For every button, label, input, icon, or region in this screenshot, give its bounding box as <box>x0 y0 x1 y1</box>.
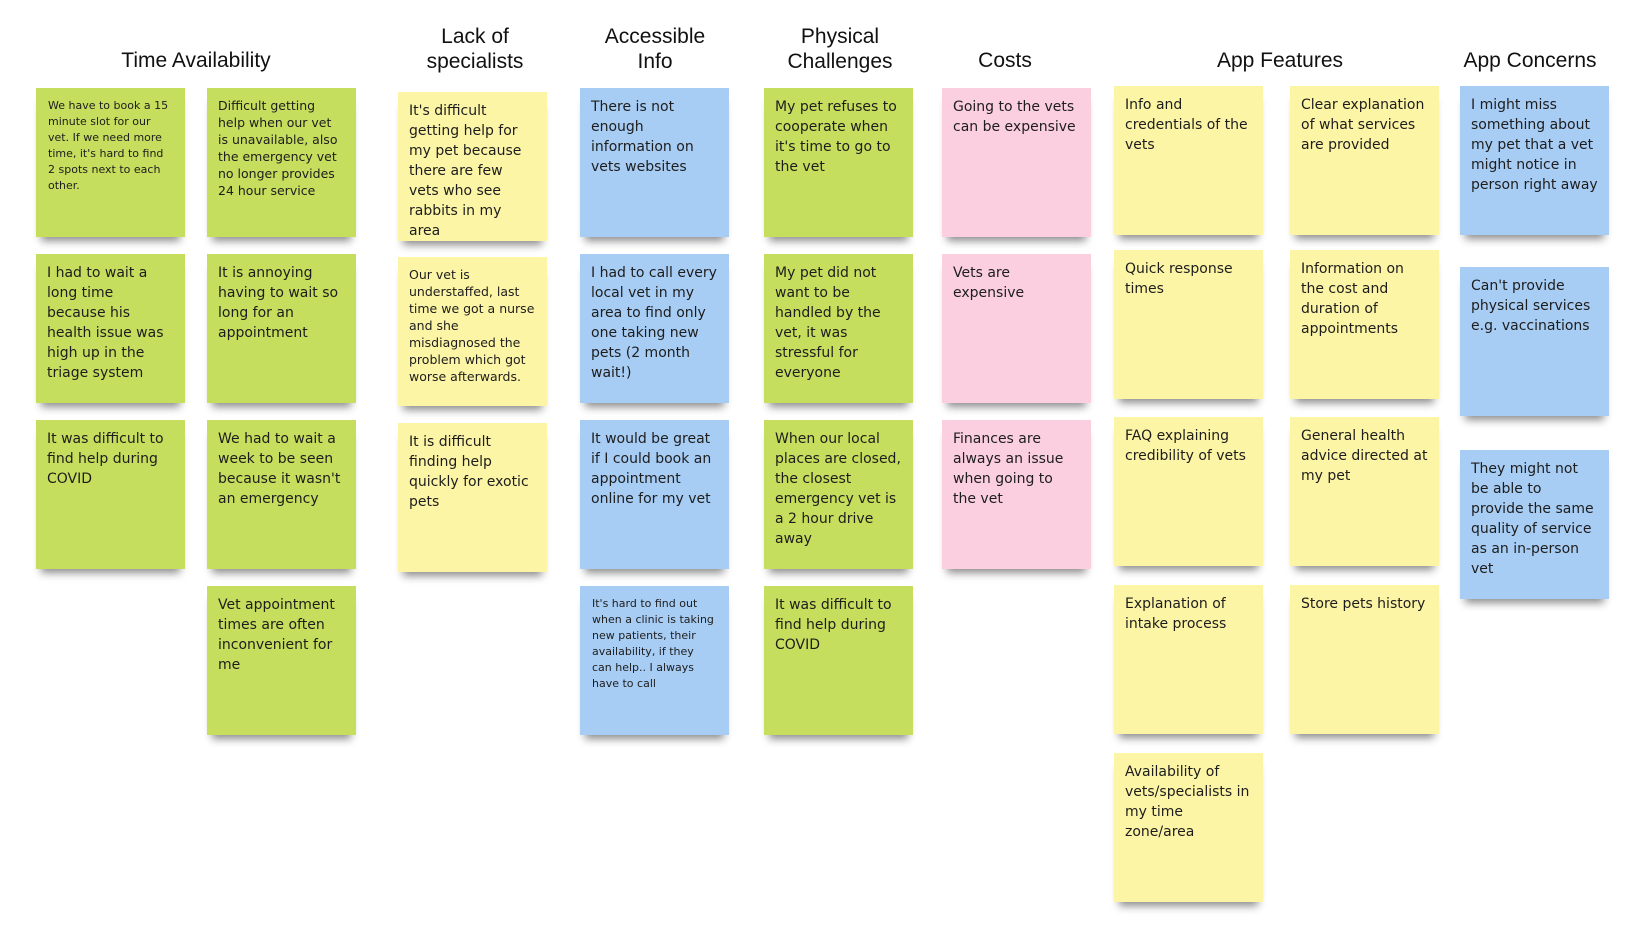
column-header: Costs <box>978 49 1032 72</box>
sticky-note[interactable]: It would be great if I could book an app… <box>580 420 729 569</box>
sticky-note[interactable]: Explanation of intake process <box>1114 585 1263 734</box>
sticky-note[interactable]: My pet refuses to cooperate when it's ti… <box>764 88 913 237</box>
sticky-note[interactable]: It is difficult finding help quickly for… <box>398 423 547 572</box>
sticky-note[interactable]: Going to the vets can be expensive <box>942 88 1091 237</box>
column-header: Lack of specialists <box>426 25 524 73</box>
sticky-note[interactable]: It's hard to find out when a clinic is t… <box>580 586 729 735</box>
sticky-note[interactable]: Vets are expensive <box>942 254 1091 403</box>
sticky-note[interactable]: They might not be able to provide the sa… <box>1460 450 1609 599</box>
sticky-note[interactable]: I had to wait a long time because his he… <box>36 254 185 403</box>
column-header: Time Availability <box>121 49 271 72</box>
sticky-note[interactable]: I had to call every local vet in my area… <box>580 254 729 403</box>
sticky-note[interactable]: It was difficult to find help during COV… <box>764 586 913 735</box>
column-header: Physical Challenges <box>787 25 893 73</box>
sticky-note[interactable]: My pet did not want to be handled by the… <box>764 254 913 403</box>
sticky-note[interactable]: When our local places are closed, the cl… <box>764 420 913 569</box>
sticky-note[interactable]: It is annoying having to wait so long fo… <box>207 254 356 403</box>
sticky-note[interactable]: I might miss something about my pet that… <box>1460 86 1609 235</box>
sticky-note[interactable]: There is not enough information on vets … <box>580 88 729 237</box>
sticky-note[interactable]: Finances are always an issue when going … <box>942 420 1091 569</box>
sticky-note[interactable]: Our vet is understaffed, last time we go… <box>398 257 547 406</box>
sticky-note[interactable]: It was difficult to find help during COV… <box>36 420 185 569</box>
sticky-note[interactable]: Info and credentials of the vets <box>1114 86 1263 235</box>
sticky-note[interactable]: Quick response times <box>1114 250 1263 399</box>
sticky-note[interactable]: Can't provide physical services e.g. vac… <box>1460 267 1609 416</box>
sticky-note[interactable]: Difficult getting help when our vet is u… <box>207 88 356 237</box>
sticky-note[interactable]: Vet appointment times are often inconven… <box>207 586 356 735</box>
sticky-note[interactable]: It's difficult getting help for my pet b… <box>398 92 547 241</box>
sticky-note[interactable]: Information on the cost and duration of … <box>1290 250 1439 399</box>
sticky-note[interactable]: Store pets history <box>1290 585 1439 734</box>
sticky-note[interactable]: FAQ explaining credibility of vets <box>1114 417 1263 566</box>
sticky-note[interactable]: General health advice directed at my pet <box>1290 417 1439 566</box>
column-header: App Features <box>1216 49 1344 72</box>
sticky-note[interactable]: We have to book a 15 minute slot for our… <box>36 88 185 237</box>
sticky-note[interactable]: We had to wait a week to be seen because… <box>207 420 356 569</box>
column-header: Accessible Info <box>604 25 706 73</box>
sticky-note[interactable]: Availability of vets/specialists in my t… <box>1114 753 1263 902</box>
sticky-note[interactable]: Clear explanation of what services are p… <box>1290 86 1439 235</box>
column-header: App Concerns <box>1463 49 1597 72</box>
